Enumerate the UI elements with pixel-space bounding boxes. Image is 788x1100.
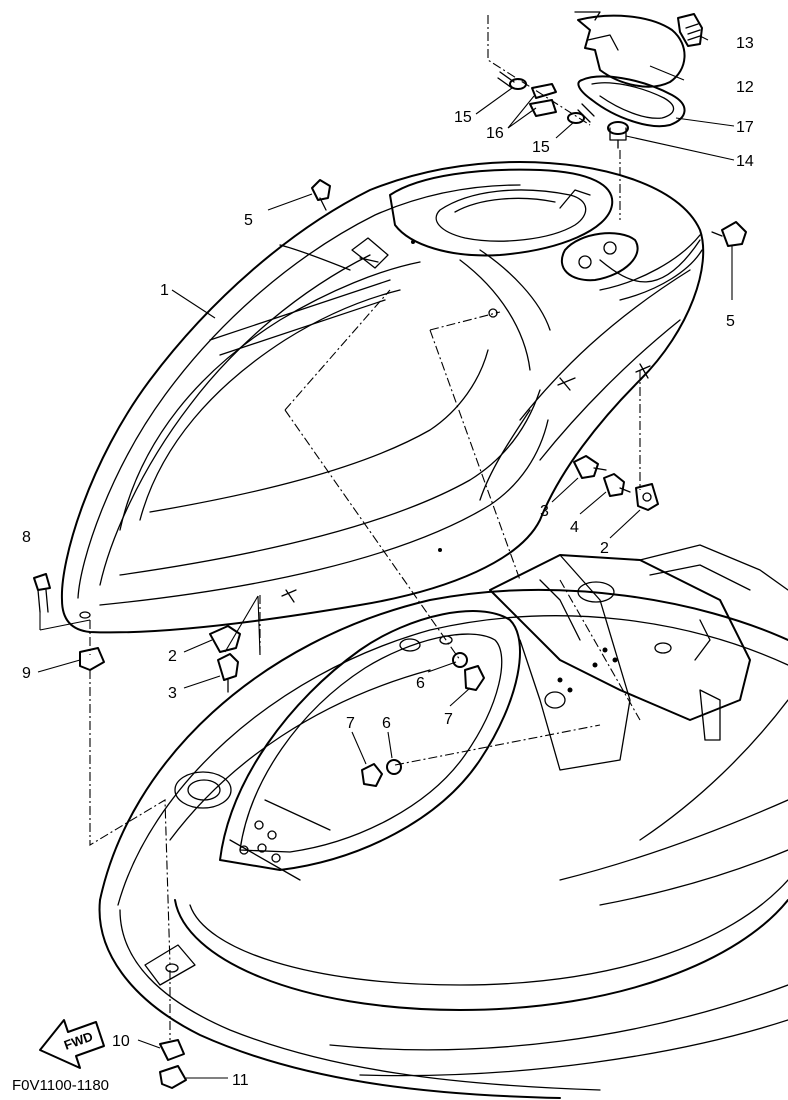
callout-6-middle: 6	[416, 675, 425, 692]
callout-3-right: 3	[540, 503, 549, 520]
callout-16: 16	[486, 125, 504, 142]
callout-1: 1	[160, 282, 169, 299]
callout-7-middle: 7	[444, 711, 453, 728]
callout-13: 13	[736, 35, 754, 52]
callout-11: 11	[232, 1072, 249, 1089]
part-2-3-left	[209, 625, 241, 693]
callout-5-left: 5	[244, 212, 253, 229]
callout-6-lower: 6	[382, 715, 391, 732]
callout-2-left: 2	[168, 648, 177, 665]
fwd-arrow-icon: FWD	[39, 1019, 105, 1069]
callout-4: 4	[570, 519, 579, 536]
callout-15-left: 15	[454, 109, 472, 126]
callout-7-lower: 7	[346, 715, 355, 732]
callout-14: 14	[736, 153, 754, 170]
part-6-7-middle	[361, 652, 485, 787]
callout-2-right: 2	[600, 540, 609, 557]
part-14-plug	[607, 121, 629, 149]
part-16-clips	[529, 83, 557, 117]
part-13-clip	[677, 13, 703, 47]
hood-cover-part	[60, 161, 705, 634]
hull-deck	[98, 589, 788, 1099]
part-10-11-bottom	[159, 1039, 187, 1089]
callout-numbers: 1 2 2 3 3 4 5 5 6 6 7 7 8 9 10 11 12 13 …	[22, 35, 754, 1089]
callout-10: 10	[112, 1033, 130, 1050]
callout-5-right: 5	[726, 313, 735, 330]
part-8-9-left	[33, 573, 105, 671]
diagram-code: F0V1100-1180	[12, 1077, 109, 1094]
callout-8: 8	[22, 529, 31, 546]
callout-12: 12	[736, 79, 754, 96]
callout-9: 9	[22, 665, 31, 682]
callout-15-right: 15	[532, 139, 550, 156]
leader-lines	[37, 15, 735, 1079]
callout-3-left: 3	[168, 685, 177, 702]
callout-17: 17	[736, 119, 754, 136]
part-5-bolts	[311, 179, 747, 247]
part-3-4-2-right	[573, 455, 659, 511]
inner-frame	[489, 544, 788, 771]
part-17-seal	[577, 75, 686, 128]
storage-compartment	[219, 610, 521, 881]
part-12-cover	[574, 11, 686, 88]
